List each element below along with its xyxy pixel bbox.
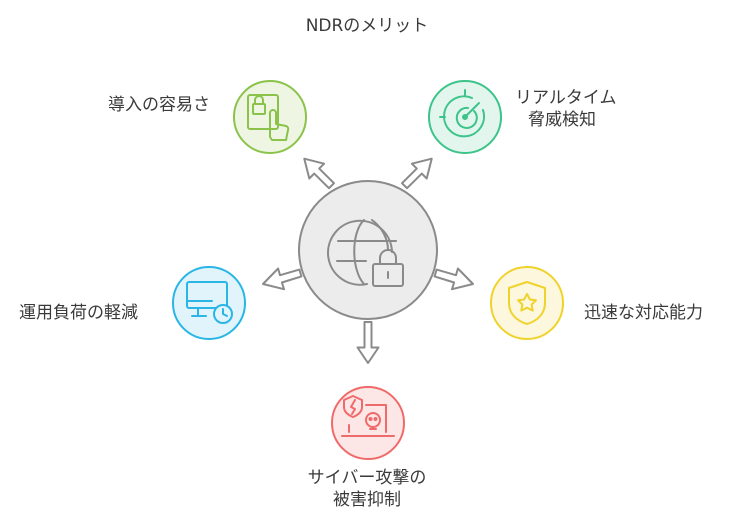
node-realtime-detection <box>428 80 502 154</box>
label-realtime-detection: リアルタイム 脅威検知 <box>515 87 617 131</box>
monitor-clock-icon <box>186 281 233 324</box>
label-damage-mitigation-line1: サイバー攻撃の <box>307 468 427 488</box>
laptop-skull-shield-icon <box>341 395 395 437</box>
shield-star-icon <box>508 281 546 325</box>
node-ease-of-deployment <box>233 80 307 154</box>
node-damage-mitigation <box>331 386 405 460</box>
arrow-to-damage-mitigation <box>356 321 380 364</box>
arrow-to-reduced-operational-load <box>262 267 303 291</box>
label-damage-mitigation: サイバー攻撃の 被害抑制 <box>0 467 734 511</box>
node-reduced-operational-load <box>172 266 246 340</box>
arrow-to-rapid-response <box>433 267 474 291</box>
label-damage-mitigation-line2: 被害抑制 <box>333 490 401 510</box>
label-realtime-detection-line1: リアルタイム <box>515 88 617 108</box>
label-ease-of-deployment: 導入の容易さ <box>108 95 210 115</box>
phone-lock-tap-icon <box>247 94 290 141</box>
radar-icon <box>439 89 486 138</box>
label-rapid-response: 迅速な対応能力 <box>584 303 703 323</box>
arrow-to-ease-of-deployment <box>303 157 335 190</box>
arrow-to-realtime-detection <box>401 157 433 190</box>
globe-lock-icon <box>327 219 404 287</box>
label-realtime-detection-line2: 脅威検知 <box>528 110 596 130</box>
label-reduced-operational-load: 運用負荷の軽減 <box>19 303 138 323</box>
center-node <box>298 180 438 320</box>
diagram-title: NDRのメリット <box>305 16 429 36</box>
node-rapid-response <box>490 266 564 340</box>
